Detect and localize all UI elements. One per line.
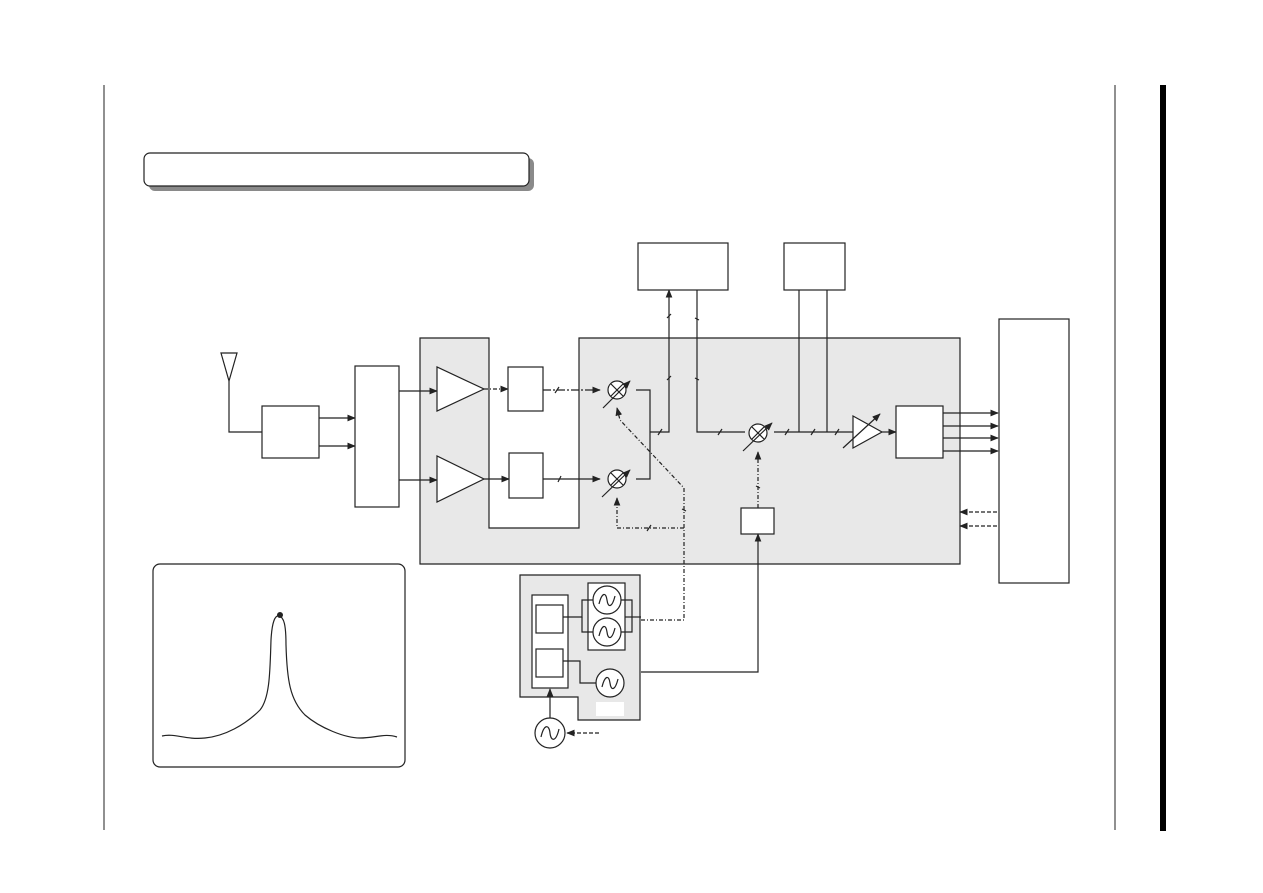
pll-sub-box	[535, 604, 564, 634]
label-blank	[596, 702, 624, 716]
antenna-icon	[220, 352, 262, 433]
oscillator-icon	[595, 668, 625, 698]
filter-box	[507, 366, 544, 412]
variable-gain-amplifier-icon	[842, 413, 884, 450]
spectrum-panel	[152, 563, 406, 768]
oscillator-icon	[592, 617, 622, 647]
duplexer-box	[261, 405, 320, 459]
amplifier-icon	[436, 455, 486, 503]
mixer-icon	[602, 380, 631, 409]
divider-box	[740, 507, 775, 535]
oscillator-icon	[534, 717, 566, 749]
amplifier-icon	[436, 366, 486, 412]
adc-box	[895, 405, 944, 459]
mixer-icon	[601, 469, 631, 498]
oscillator-icon	[592, 585, 622, 615]
spectrum-peak-marker	[277, 612, 283, 618]
band-select-box	[354, 365, 400, 508]
title-box	[143, 152, 530, 187]
pll-sub-box	[535, 648, 564, 678]
page-edge-bar	[1160, 85, 1166, 831]
processor-box	[998, 318, 1070, 584]
baseband-box	[637, 242, 729, 291]
control-box	[783, 242, 846, 291]
mixer-icon	[742, 422, 773, 452]
filter-box	[508, 452, 544, 499]
rf-ic-panel	[419, 337, 961, 565]
